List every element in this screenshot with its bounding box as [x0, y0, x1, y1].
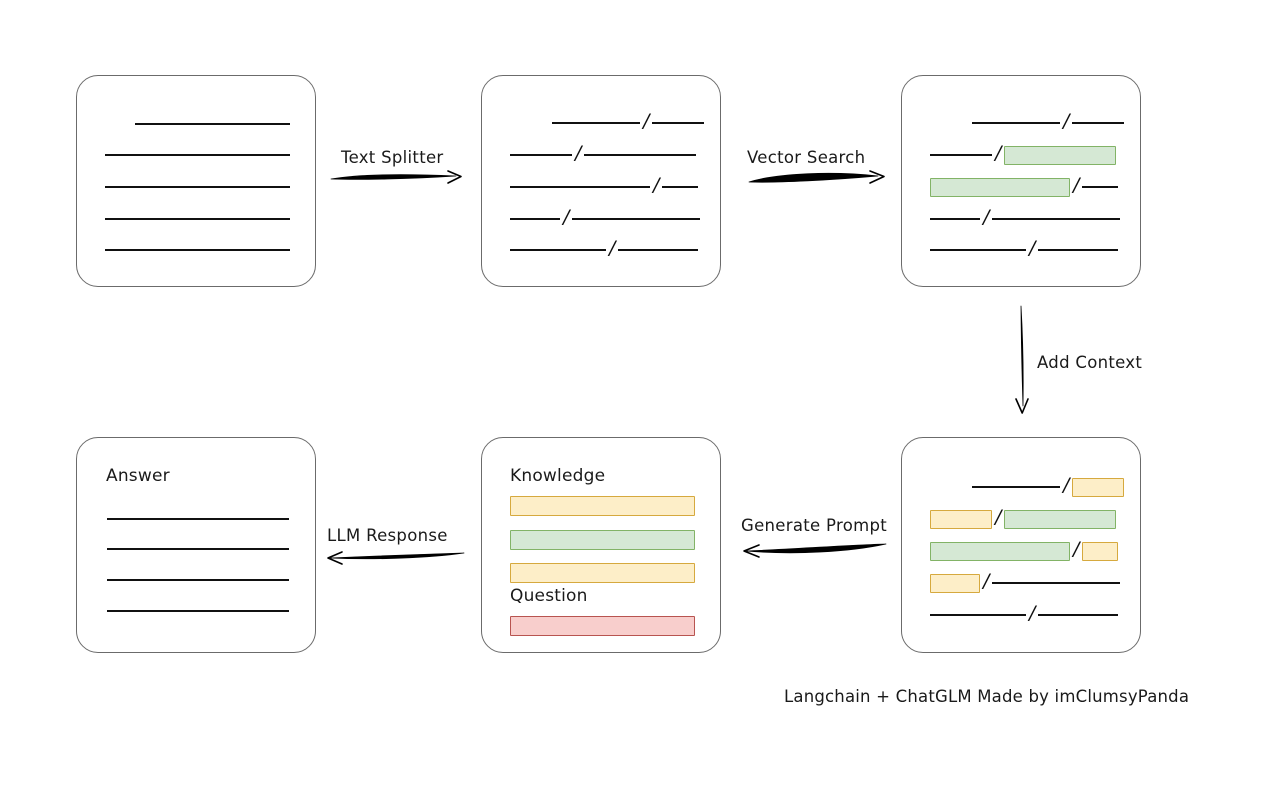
line-segment — [662, 186, 699, 188]
arrow-generate-prompt — [743, 543, 887, 558]
line-segment — [930, 218, 980, 220]
separator-slash: / — [995, 141, 1002, 164]
question-label: Question — [510, 586, 588, 606]
doc-line — [105, 154, 290, 156]
edge-label-vector-search: Vector Search — [747, 148, 866, 167]
chunk-highlight-green — [930, 177, 1070, 197]
line-segment — [1038, 249, 1119, 251]
line-segment — [510, 218, 560, 220]
separator-slash: / — [1063, 473, 1070, 496]
separator-slash: / — [563, 205, 570, 228]
line-segment — [510, 186, 650, 188]
arrow-vector-search — [748, 170, 885, 184]
line-segment — [618, 249, 699, 251]
edge-label-add-context: Add Context — [1037, 353, 1143, 372]
line-segment — [930, 614, 1026, 616]
line-segment — [572, 218, 701, 220]
doc-line: / — [902, 205, 1140, 230]
separator-slash: / — [983, 205, 990, 228]
line-segment — [1082, 186, 1119, 188]
node-matched-document[interactable]: / / / / / — [901, 75, 1141, 287]
knowledge-bar — [510, 530, 695, 550]
chunk-highlight-green — [1004, 145, 1117, 165]
diagram-caption: Langchain + ChatGLM Made by imClumsyPand… — [784, 687, 1190, 706]
line-segment — [930, 154, 992, 156]
separator-slash: / — [1073, 173, 1080, 196]
separator-slash: / — [1063, 109, 1070, 132]
knowledge-bar — [510, 496, 695, 516]
separator-slash: / — [1029, 236, 1036, 259]
line-segment — [992, 218, 1121, 220]
answer-line — [107, 548, 289, 550]
doc-line: / — [482, 236, 720, 261]
doc-line: / — [902, 569, 1140, 594]
doc-line — [105, 186, 290, 188]
node-split-document[interactable]: / / / / / — [481, 75, 721, 287]
chunk-highlight-yellow — [930, 573, 980, 593]
answer-label: Answer — [106, 466, 170, 486]
chunk-highlight-green — [1004, 509, 1117, 529]
node-source-document[interactable] — [76, 75, 316, 287]
line-segment — [510, 154, 572, 156]
doc-line: / — [902, 141, 1140, 166]
separator-slash: / — [653, 173, 660, 196]
knowledge-bar — [510, 563, 695, 583]
chunk-highlight-yellow — [1082, 541, 1119, 561]
separator-slash: / — [1073, 537, 1080, 560]
line-segment — [972, 122, 1060, 124]
doc-line — [105, 249, 290, 251]
doc-line: / — [482, 173, 720, 198]
separator-slash: / — [643, 109, 650, 132]
edge-label-generate-prompt: Generate Prompt — [741, 516, 887, 535]
line-segment — [930, 249, 1026, 251]
doc-line — [135, 123, 290, 125]
doc-line: / — [902, 173, 1140, 198]
separator-slash: / — [983, 569, 990, 592]
answer-line — [107, 610, 289, 612]
chunk-highlight-green — [930, 541, 1070, 561]
question-bar — [510, 616, 695, 636]
answer-line — [107, 579, 289, 581]
line-segment — [584, 154, 697, 156]
knowledge-label: Knowledge — [510, 466, 606, 486]
doc-line: / — [902, 505, 1140, 530]
separator-slash: / — [609, 236, 616, 259]
chunk-highlight-yellow — [930, 509, 992, 529]
doc-line: / — [902, 236, 1140, 261]
arrow-llm-response — [327, 551, 465, 565]
edge-label-text-splitter: Text Splitter — [341, 148, 444, 167]
node-prompt[interactable]: Knowledge Question — [481, 437, 721, 653]
doc-line: / — [482, 141, 720, 166]
line-segment — [992, 582, 1121, 584]
line-segment — [1072, 122, 1125, 124]
line-segment — [552, 122, 640, 124]
node-answer[interactable]: Answer — [76, 437, 316, 653]
doc-line: / — [902, 473, 1140, 498]
separator-slash: / — [575, 141, 582, 164]
edge-label-llm-response: LLM Response — [327, 526, 448, 545]
arrow-text-splitter — [330, 170, 462, 184]
answer-line — [107, 518, 289, 520]
line-segment — [510, 249, 606, 251]
chunk-highlight-yellow — [1072, 477, 1125, 497]
doc-line: / — [902, 537, 1140, 562]
doc-line: / — [902, 109, 1140, 134]
line-segment — [652, 122, 705, 124]
doc-line: / — [482, 205, 720, 230]
node-context-document[interactable]: / / / / / — [901, 437, 1141, 653]
line-segment — [1038, 614, 1119, 616]
line-segment — [972, 486, 1060, 488]
doc-line: / — [482, 109, 720, 134]
doc-line: / — [902, 601, 1140, 626]
doc-line — [105, 218, 290, 220]
separator-slash: / — [995, 505, 1002, 528]
separator-slash: / — [1029, 601, 1036, 624]
arrow-add-context — [1015, 305, 1029, 414]
